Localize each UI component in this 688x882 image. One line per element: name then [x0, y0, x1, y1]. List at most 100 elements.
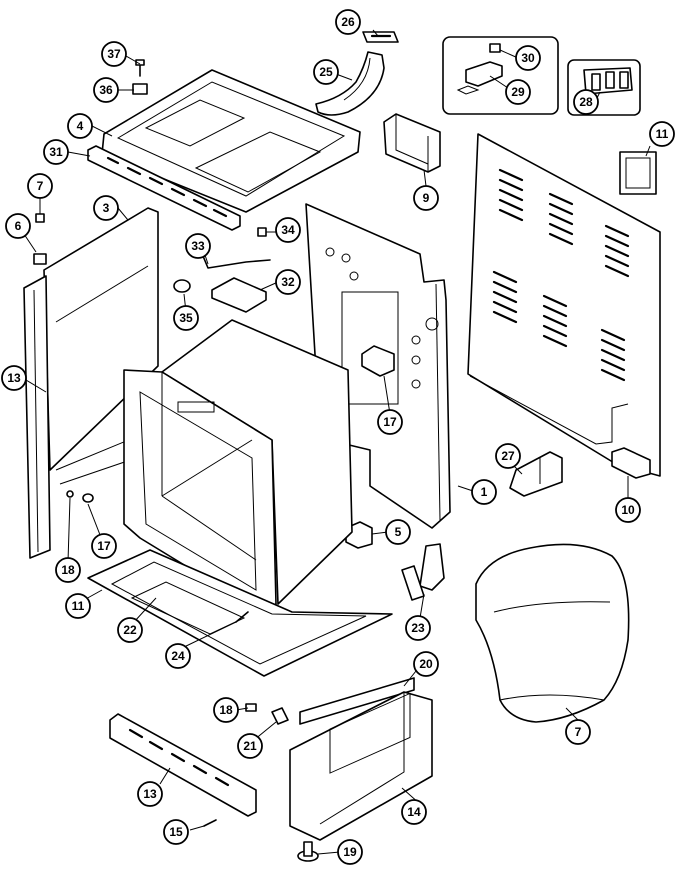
callout-15: 15 — [163, 819, 189, 845]
svg-text:25: 25 — [319, 65, 333, 79]
callout-26: 26 — [335, 9, 361, 35]
callout-9: 10 — [615, 497, 641, 523]
part-25-trim — [315, 51, 385, 116]
callout-34: 34 — [275, 217, 301, 243]
callout-19: 19 — [337, 839, 363, 865]
callout-30: 30 — [515, 45, 541, 71]
svg-text:3: 3 — [103, 201, 110, 215]
part-16-bracket — [361, 345, 395, 377]
svg-text:18: 18 — [219, 703, 233, 717]
part-19-leveling-leg — [297, 841, 319, 862]
svg-text:30: 30 — [521, 51, 535, 65]
svg-text:15: 15 — [169, 825, 183, 839]
svg-text:27: 27 — [501, 449, 515, 463]
callout-36: 36 — [93, 77, 119, 103]
callout-28: 28 — [573, 89, 599, 115]
part-9-bracket — [611, 447, 651, 479]
part-34-screw — [257, 227, 267, 237]
callout-6: 7 — [27, 173, 53, 199]
part-5-clip — [33, 253, 47, 265]
svg-text:33: 33 — [191, 239, 205, 253]
svg-text:17: 17 — [383, 415, 397, 429]
svg-text:28: 28 — [579, 95, 593, 109]
callout-5: 6 — [5, 213, 31, 239]
svg-text:7: 7 — [37, 179, 44, 193]
part-6-screw — [35, 213, 45, 223]
svg-text:13: 13 — [7, 371, 21, 385]
callout-17: 17 — [91, 533, 117, 559]
callout-24: 24 — [165, 643, 191, 669]
part-15-screw — [203, 819, 217, 827]
svg-text:7: 7 — [575, 725, 582, 739]
part-13-kick-panel — [109, 713, 257, 817]
callout-8: 9 — [413, 185, 439, 211]
callout-12: 13 — [1, 365, 27, 391]
callout-37: 37 — [101, 41, 127, 67]
callout-33: 33 — [185, 233, 211, 259]
callout-16: 17 — [377, 409, 403, 435]
part-31-vent-strip — [87, 145, 241, 231]
part-11-bottom-panel — [87, 549, 393, 677]
callout-27: 27 — [495, 443, 521, 469]
svg-text:26: 26 — [341, 15, 355, 29]
callout-22: 22 — [117, 617, 143, 643]
callout-35: 35 — [173, 305, 199, 331]
part-7-insulation — [475, 543, 630, 723]
callout-11: 11 — [65, 593, 91, 619]
part-22-cover — [130, 581, 246, 635]
callout-23: 23 — [405, 615, 431, 641]
part-26-bracket — [362, 31, 399, 43]
svg-text:9: 9 — [423, 191, 430, 205]
svg-text:1: 1 — [481, 485, 488, 499]
part-18-screw — [245, 703, 257, 712]
svg-text:22: 22 — [123, 623, 137, 637]
callout-32: 32 — [275, 269, 301, 295]
part-29-30-group-box — [442, 36, 559, 115]
svg-text:37: 37 — [107, 47, 121, 61]
callout-1: 1 — [471, 479, 497, 505]
part-20-strip — [299, 677, 415, 725]
svg-text:4: 4 — [77, 119, 84, 133]
svg-text:20: 20 — [419, 657, 433, 671]
part-32-bracket — [211, 277, 267, 313]
callout-13: 13 — [137, 781, 163, 807]
svg-text:10: 10 — [621, 503, 635, 517]
back-panel-vents — [492, 168, 630, 382]
callout-18: 18 — [55, 557, 81, 583]
svg-text:13: 13 — [143, 787, 157, 801]
svg-text:29: 29 — [511, 85, 525, 99]
svg-text:19: 19 — [343, 845, 357, 859]
svg-text:35: 35 — [179, 311, 193, 325]
oven-cavity — [123, 319, 353, 611]
callout-3: 4 — [67, 113, 93, 139]
part-17-18-fasteners — [66, 490, 94, 503]
callout-4: 5 — [385, 519, 411, 545]
callout-31: 31 — [43, 139, 69, 165]
callout-25: 25 — [313, 59, 339, 85]
part-28-group-box — [567, 59, 641, 116]
part-8-handle — [383, 113, 441, 173]
part-21-bracket — [271, 707, 289, 725]
svg-text:17: 17 — [97, 539, 111, 553]
part-36-37-fastener — [132, 59, 148, 95]
svg-text:14: 14 — [407, 805, 421, 819]
svg-text:24: 24 — [171, 649, 185, 663]
svg-text:5: 5 — [395, 525, 402, 539]
callout-2: 3 — [93, 195, 119, 221]
svg-text:34: 34 — [281, 223, 295, 237]
svg-text:11: 11 — [72, 599, 85, 613]
callout-7: 7 — [565, 719, 591, 745]
callout-29: 29 — [505, 79, 531, 105]
part-24-screw — [235, 611, 249, 623]
part-3-top-panel — [101, 69, 361, 213]
part-10-bracket — [619, 151, 657, 195]
svg-text:23: 23 — [411, 621, 425, 635]
callout-18-lower: 18 — [213, 697, 239, 723]
svg-text:18: 18 — [61, 563, 75, 577]
part-35-knob — [173, 279, 191, 293]
svg-text:31: 31 — [49, 145, 63, 159]
callouts: 26 25 30 29 28 37 36 4 31 9 11 7 6 3 33 … — [1, 9, 675, 865]
svg-text:32: 32 — [281, 275, 295, 289]
part-27-bracket — [509, 451, 563, 497]
